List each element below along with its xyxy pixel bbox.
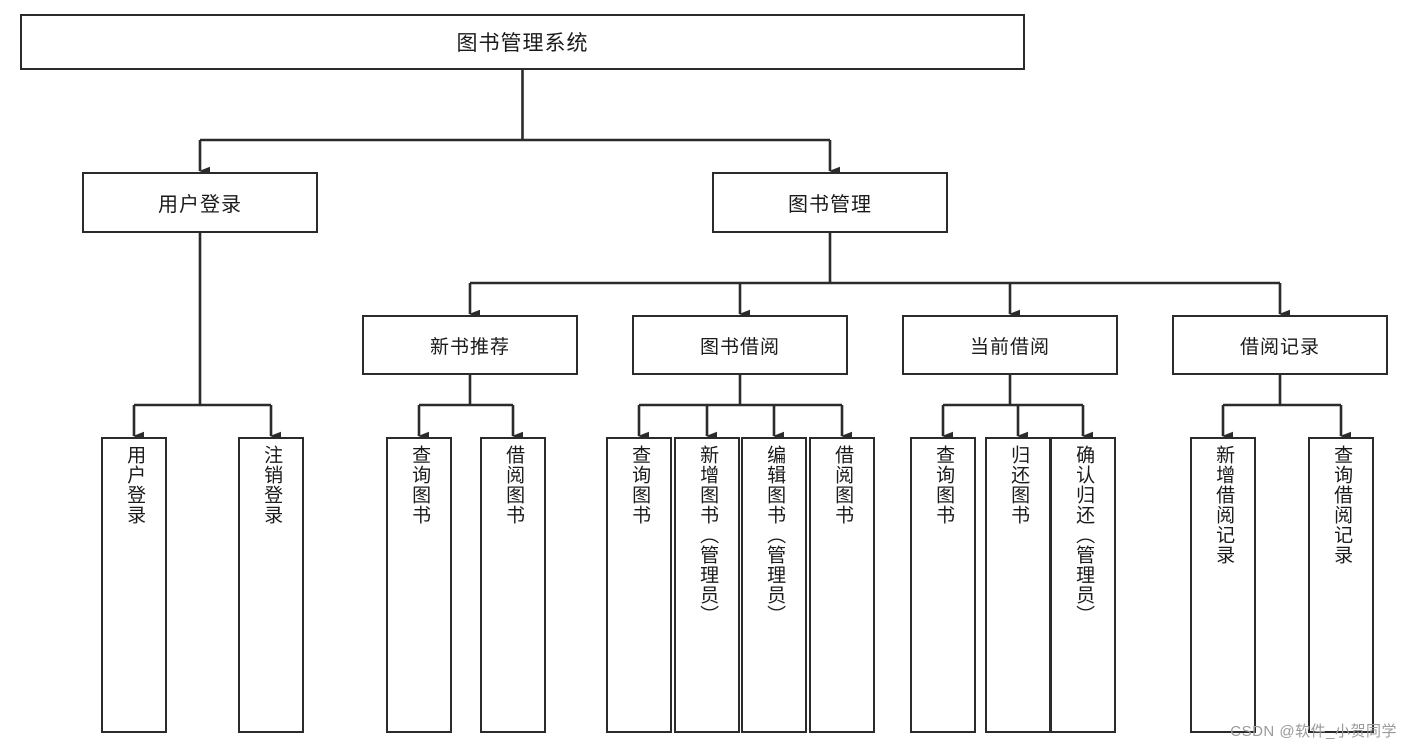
node-label: 借阅记录 [1239,336,1320,358]
node-label: 当前借阅 [969,336,1050,358]
node-label: 查询图书 [933,445,955,525]
node-label: 新增借阅记录 [1213,445,1235,565]
node-leaf-2[interactable]: 注销登录 [238,437,304,733]
node-book-manage[interactable]: 图书管理 [712,172,948,233]
node-label: 查询图书 [629,445,651,525]
node-leaf-11[interactable]: 确认归还（管理员） [1050,437,1116,733]
node-label: 查询图书 [409,445,431,525]
node-leaf-10[interactable]: 归还图书 [985,437,1051,733]
node-label: 注销登录 [261,445,283,525]
node-leaf-7[interactable]: 编辑图书（管理员） [741,437,807,733]
node-cur-borrow[interactable]: 当前借阅 [902,315,1118,375]
node-leaf-4[interactable]: 借阅图书 [480,437,546,733]
node-label: 图书管理系统 [456,32,589,55]
node-label: 编辑图书（管理员） [764,445,786,625]
node-label: 用户登录 [124,445,146,525]
node-label: 新书推荐 [429,336,510,358]
node-user-login[interactable]: 用户登录 [82,172,318,233]
node-root[interactable]: 图书管理系统 [20,14,1025,70]
node-label: 图书管理 [788,194,872,216]
node-leaf-9[interactable]: 查询图书 [910,437,976,733]
node-new-book-rec[interactable]: 新书推荐 [362,315,578,375]
node-label: 确认归还（管理员） [1073,445,1095,625]
node-label: 新增图书（管理员） [697,445,719,625]
node-leaf-13[interactable]: 查询借阅记录 [1308,437,1374,733]
node-borrow-log[interactable]: 借阅记录 [1172,315,1388,375]
node-leaf-1[interactable]: 用户登录 [101,437,167,733]
node-leaf-8[interactable]: 借阅图书 [809,437,875,733]
node-leaf-12[interactable]: 新增借阅记录 [1190,437,1256,733]
node-label: 图书借阅 [699,336,780,358]
node-leaf-5[interactable]: 查询图书 [606,437,672,733]
node-label: 借阅图书 [832,445,854,525]
node-leaf-3[interactable]: 查询图书 [386,437,452,733]
node-label: 用户登录 [158,194,242,216]
node-label: 归还图书 [1008,445,1030,525]
node-label: 借阅图书 [503,445,525,525]
node-label: 查询借阅记录 [1331,445,1353,565]
node-book-borrow[interactable]: 图书借阅 [632,315,848,375]
node-leaf-6[interactable]: 新增图书（管理员） [674,437,740,733]
csdn-watermark: CSDN @软件_小贺同学 [1230,723,1397,740]
